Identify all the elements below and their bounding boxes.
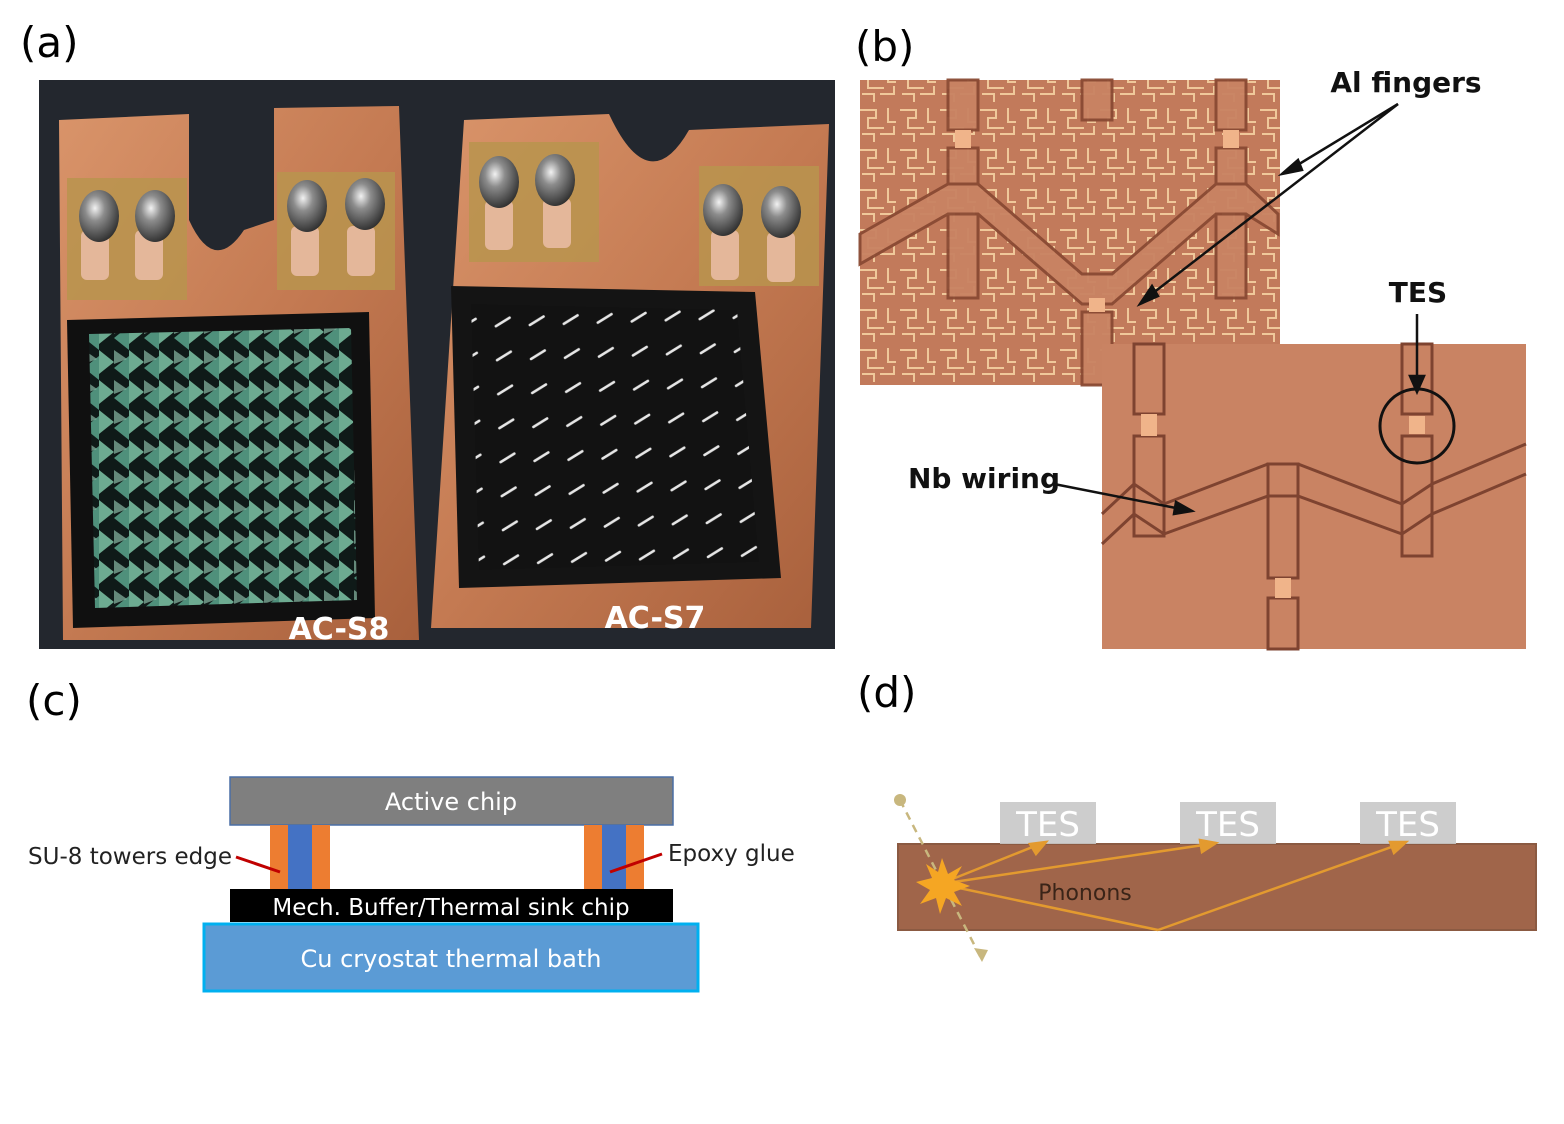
label-al-fingers: Al fingers [1330, 66, 1481, 99]
photo-detector-chips: AC-S8 AC-S7 [39, 80, 835, 649]
epoxy-glue-column [602, 825, 626, 889]
chip-pattern-teal [89, 328, 357, 608]
label-nb-wiring: Nb wiring [908, 462, 1060, 495]
stack-diagram: Active chip Mech. Buffer/Thermal sink ch… [28, 776, 795, 993]
micrograph-panel: Al fingers TES Nb wiring [858, 66, 1527, 651]
interaction-burst [916, 858, 970, 914]
sample-label-ac-s7: AC-S7 [605, 601, 706, 636]
cu-bath-block [202, 922, 700, 993]
tes-sensor-3 [1360, 802, 1456, 844]
su8-tower-edge [270, 825, 288, 889]
buffer-chip-label: Mech. Buffer/Thermal sink chip [272, 895, 629, 921]
panel-label-a: (a) [20, 18, 79, 67]
phonons-label: Phonons [1038, 881, 1131, 906]
tes-label-3: TES [1375, 805, 1440, 845]
active-chip-block [229, 776, 674, 826]
su8-label: SU-8 towers edge [28, 844, 232, 870]
tes-sensor-1 [1000, 802, 1096, 844]
substrate-slab [897, 843, 1537, 931]
panel-label-d: (d) [857, 668, 917, 717]
active-chip-label: Active chip [385, 788, 517, 816]
phonon-rays [939, 838, 1410, 932]
su8-tower-edge [312, 825, 330, 889]
micrograph-bottom [1102, 344, 1526, 649]
label-tes: TES [1389, 276, 1447, 309]
sample-label-ac-s8: AC-S8 [289, 612, 390, 647]
panel-label-c: (c) [26, 676, 82, 725]
chip-pattern-slashes [471, 304, 759, 570]
panel-label-b: (b) [855, 22, 915, 71]
su8-pointer-line [235, 855, 281, 874]
phonon-schematic: TES TES TES Phonons [894, 794, 1537, 962]
micrograph-top [860, 80, 1280, 385]
epoxy-pointer-line [609, 852, 663, 874]
solder-joints [79, 154, 801, 242]
epoxy-label: Epoxy glue [668, 841, 795, 867]
buffer-chip-block [230, 889, 673, 922]
tes-sensor-2 [1180, 802, 1276, 844]
tes-label-2: TES [1195, 805, 1260, 845]
su8-tower-edge [584, 825, 602, 889]
cu-bath-label: Cu cryostat thermal bath [301, 945, 602, 973]
tes-label-1: TES [1015, 805, 1080, 845]
epoxy-glue-column [288, 825, 312, 889]
su8-tower-edge [626, 825, 644, 889]
